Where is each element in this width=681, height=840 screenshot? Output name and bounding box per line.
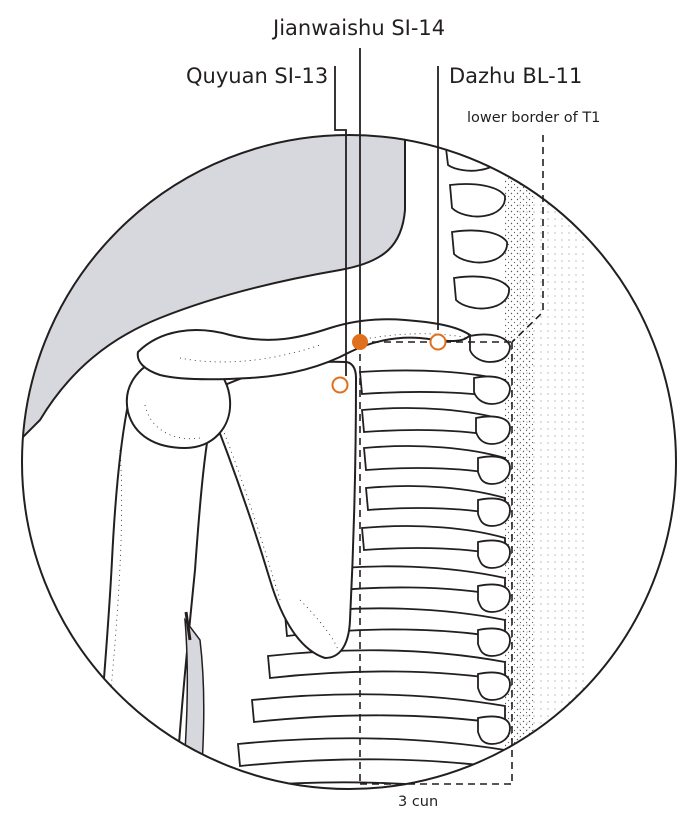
scapula bbox=[203, 360, 358, 660]
spine-shadow bbox=[505, 160, 533, 789]
quyuan-leader bbox=[334, 66, 347, 376]
vertebral-column bbox=[443, 138, 511, 745]
quyuan-point-marker bbox=[331, 376, 349, 394]
view-circle bbox=[21, 134, 677, 790]
jianwaishu-point-marker bbox=[352, 334, 368, 350]
leader-lines bbox=[334, 48, 439, 376]
jianwaishu-label: Jianwaishu SI-14 bbox=[273, 16, 446, 40]
humerus bbox=[93, 393, 217, 789]
clavicle-and-scapular-spine bbox=[136, 318, 472, 381]
dazhu-point-marker bbox=[429, 333, 447, 351]
t1-border-label: lower border of T1 bbox=[467, 110, 601, 126]
dazhu-label: Dazhu BL-11 bbox=[449, 64, 583, 88]
head-silhouette bbox=[22, 135, 406, 463]
cun-measure-label: 3 cun bbox=[398, 794, 439, 810]
t1-border-guide bbox=[511, 135, 544, 343]
quyuan-label: Quyuan SI-13 bbox=[186, 64, 329, 88]
